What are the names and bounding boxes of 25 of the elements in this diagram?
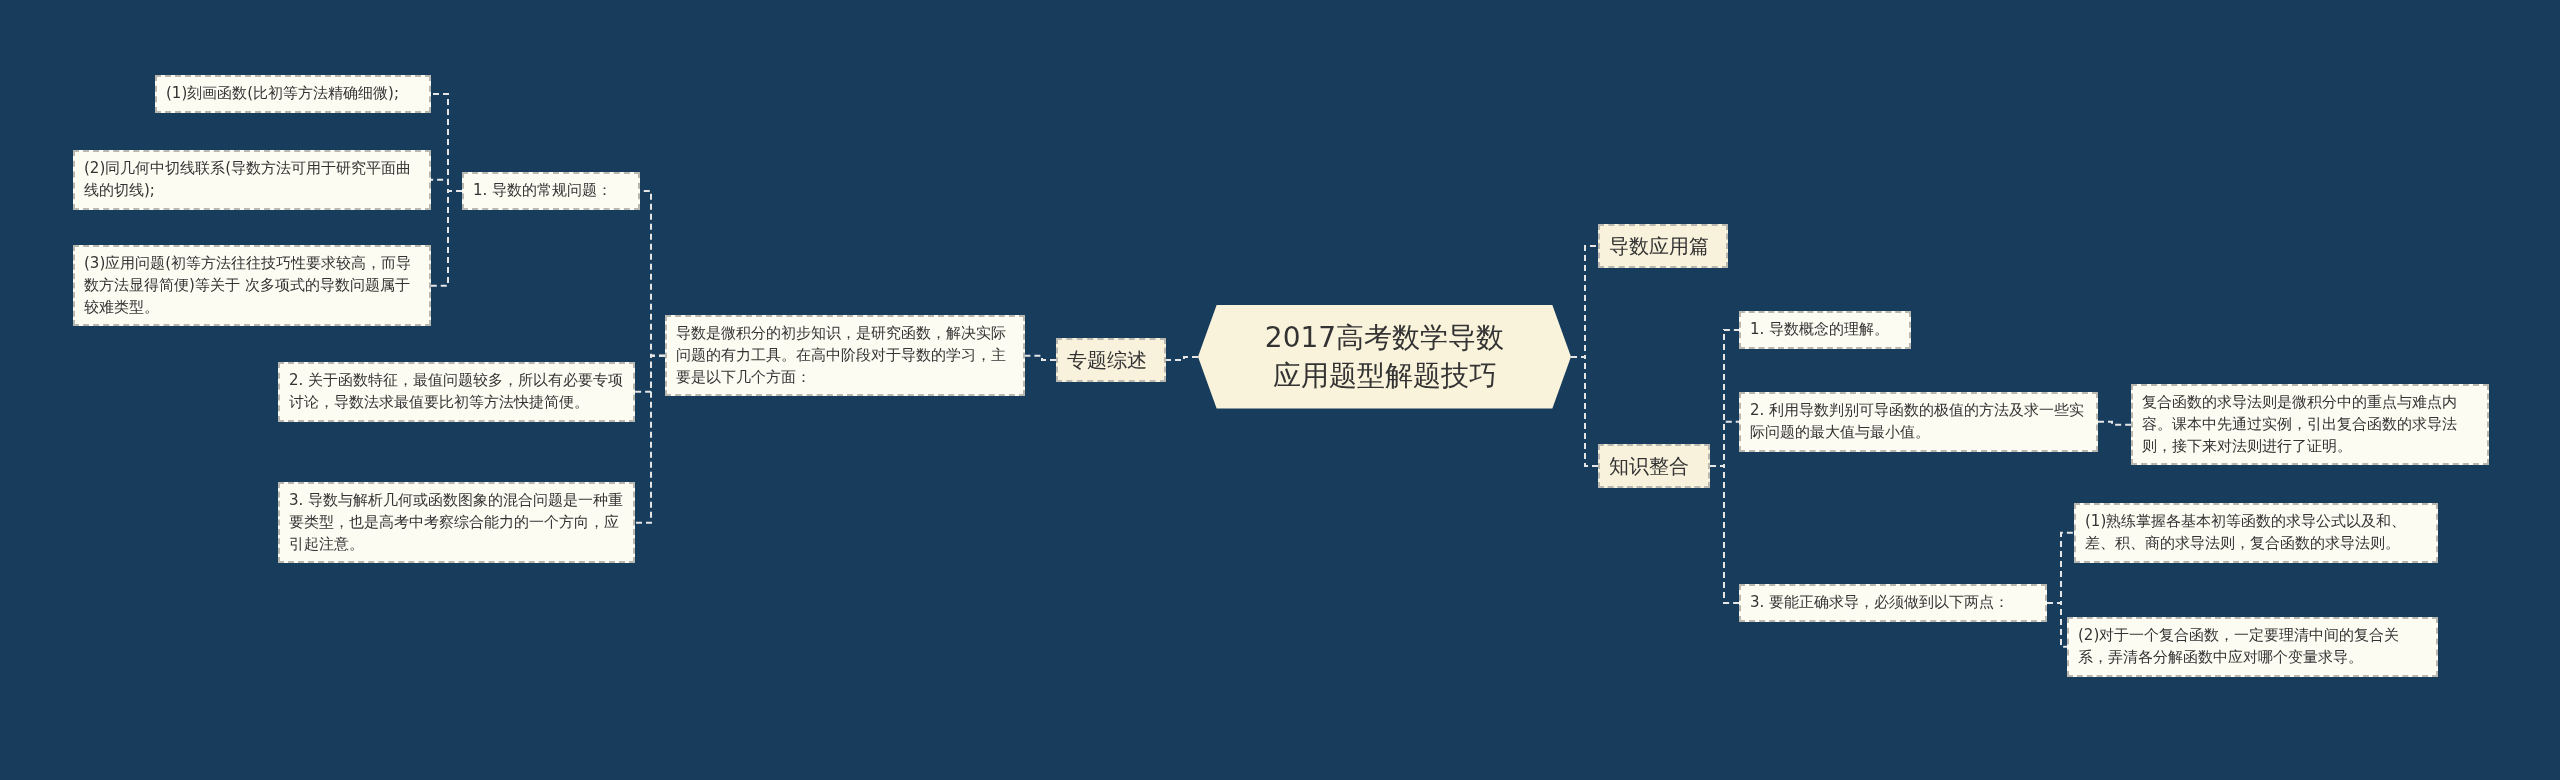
topic-box: 专题综述	[1056, 338, 1166, 382]
subtopic-box: 导数是微积分的初步知识，是研究函数，解决实际问题的有力工具。在高中阶段对于导数的学习，主要是以下几个方面：	[665, 315, 1025, 397]
connector-line	[2097, 420, 2132, 426]
connector-line	[430, 189, 463, 287]
subtopic-box: 1. 导数概念的理解。	[1739, 311, 1911, 349]
subtopic-box: (3)应用问题(初等方法往往技巧性要求较高，而导数方法显得简便)等关于 次多项式的导数问题属于较难类型。	[73, 245, 431, 327]
subtopic-box: (2)同几何中切线联系(导数方法可用于研究平面曲线的切线);	[73, 150, 431, 210]
connector-line	[634, 354, 666, 524]
connector-line	[1165, 356, 1199, 361]
subtopic-box: (2)对于一个复合函数，一定要理清中间的复合关系，弄清各分解函数中应对哪个变量求导。	[2067, 617, 2438, 677]
subtopic-box: 3. 导数与解析几何或函数图象的混合问题是一种重要类型，也是高考中考察综合能力的一个方向，应引起注意。	[278, 482, 635, 564]
topic-box: 知识整合	[1598, 444, 1710, 488]
subtopic-box: 2. 关于函数特征，最值问题较多，所以有必要专项讨论，导数法求最值要比初等方法快捷简便。	[278, 362, 635, 422]
subtopic-box: (1)刻画函数(比初等方法精确细微);	[155, 75, 431, 113]
topic-box: 导数应用篇	[1598, 224, 1728, 268]
subtopic-box: 1. 导数的常规问题：	[462, 172, 640, 210]
subtopic-box: 2. 利用导数判别可导函数的极值的方法及求一些实际问题的最大值与最小值。	[1739, 392, 2098, 452]
central-topic: 2017高考数学导数应用题型解题技巧	[1198, 305, 1571, 409]
connector-line	[1570, 356, 1599, 467]
subtopic-box: (1)熟练掌握各基本初等函数的求导公式以及和、差、积、商的求导法则，复合函数的求导法则。	[2074, 503, 2438, 563]
subtopic-box: 复合函数的求导法则是微积分中的重点与难点内容。课本中先通过实例，引出复合函数的求导法则，接下来对法则进行了证明。	[2131, 384, 2489, 466]
connector-line	[1024, 354, 1057, 361]
subtopic-box: 3. 要能正确求导，必须做到以下两点：	[1739, 584, 2047, 622]
connector-line	[1709, 465, 1740, 604]
connector-line	[2046, 601, 2068, 648]
